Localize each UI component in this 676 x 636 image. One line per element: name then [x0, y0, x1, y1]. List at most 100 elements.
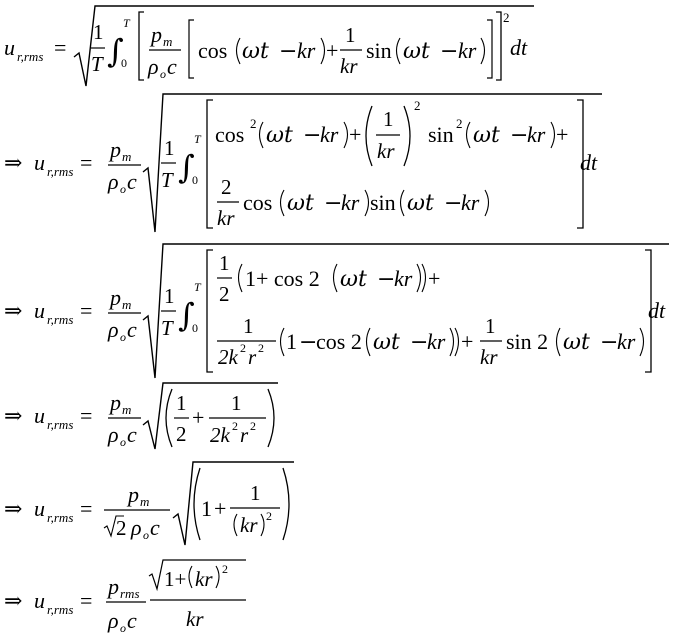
svg-text:sin: sin: [428, 122, 454, 147]
svg-text:r,rms: r,rms: [47, 164, 73, 179]
svg-text:m: m: [140, 494, 149, 509]
svg-text:−: −: [299, 330, 317, 355]
svg-text:ρ: ρ: [107, 169, 119, 194]
svg-text:2: 2: [116, 516, 127, 540]
svg-text:ωt: ωt: [403, 39, 430, 64]
svg-text:−: −: [410, 330, 428, 355]
svg-text:2: 2: [414, 98, 421, 113]
svg-text:T: T: [194, 132, 202, 146]
svg-text:ωt: ωt: [373, 330, 400, 355]
svg-text:+: +: [556, 122, 568, 147]
svg-text:1: 1: [345, 23, 356, 47]
svg-text:ωt: ωt: [563, 330, 590, 355]
svg-text:T: T: [194, 280, 202, 294]
svg-text:c: c: [127, 608, 137, 633]
svg-text:⇒: ⇒: [4, 299, 22, 324]
svg-text:2: 2: [250, 116, 257, 131]
svg-text:1: 1: [286, 329, 297, 354]
svg-text:r,rms: r,rms: [47, 417, 73, 432]
svg-text:cos 2: cos 2: [316, 329, 362, 354]
svg-text:0: 0: [121, 56, 127, 70]
svg-text:sin: sin: [366, 38, 392, 63]
svg-text:ρ: ρ: [147, 54, 159, 79]
svg-text:2: 2: [232, 419, 238, 433]
svg-text:cos: cos: [198, 38, 227, 63]
subscript-r-rms: r,rms: [17, 49, 43, 64]
svg-text:c: c: [127, 422, 137, 447]
svg-text:p: p: [108, 137, 121, 162]
svg-text:cos: cos: [243, 190, 272, 215]
svg-text:r,rms: r,rms: [47, 510, 73, 525]
svg-text:2: 2: [240, 341, 246, 355]
svg-text:kr: kr: [341, 190, 360, 215]
svg-text:rms: rms: [120, 586, 140, 601]
svg-text:1: 1: [164, 136, 175, 160]
svg-text:−: −: [600, 330, 618, 355]
svg-text:1: 1: [164, 284, 175, 308]
svg-text:−: −: [279, 39, 297, 64]
bracket-left: [206, 249, 213, 373]
svg-text:kr: kr: [480, 345, 498, 369]
radical-sign: [148, 559, 246, 592]
svg-text:o: o: [160, 67, 166, 81]
outer-bracket-right: [496, 11, 502, 81]
svg-text:−: −: [303, 123, 321, 148]
svg-text:kr: kr: [186, 607, 204, 631]
inner-bracket-right: [487, 19, 493, 79]
svg-text:=: =: [80, 298, 92, 323]
svg-text:0: 0: [192, 321, 198, 335]
svg-text:u: u: [34, 150, 45, 175]
svg-text:⇒: ⇒: [4, 404, 22, 429]
svg-text:u: u: [34, 496, 45, 521]
svg-text:kr: kr: [527, 122, 546, 147]
svg-text:1: 1: [201, 496, 212, 521]
svg-text:1+: 1+: [164, 567, 186, 591]
svg-text:−: −: [324, 191, 342, 216]
svg-text:ρ: ρ: [107, 608, 119, 633]
equation-5: ⇒ u r,rms = p m 2 ρ o c 1 + 1 kr 2: [4, 461, 294, 546]
svg-text:T: T: [161, 316, 174, 340]
svg-text:cos: cos: [215, 122, 244, 147]
svg-text:T: T: [123, 16, 131, 30]
svg-text:kr: kr: [427, 329, 446, 354]
svg-text:kr: kr: [217, 206, 235, 230]
svg-text:−: −: [444, 191, 462, 216]
radical-sign: [142, 243, 669, 379]
svg-text:1: 1: [93, 20, 104, 44]
svg-text:u: u: [34, 298, 45, 323]
svg-text:c: c: [167, 54, 177, 79]
outer-bracket-left: [138, 11, 144, 81]
svg-text:ρ: ρ: [107, 317, 119, 342]
svg-text:⇒: ⇒: [4, 589, 22, 614]
svg-text:+: +: [214, 496, 226, 521]
svg-text:kr: kr: [394, 266, 413, 291]
svg-text:1+ cos 2: 1+ cos 2: [245, 266, 320, 291]
svg-text:+: +: [349, 122, 361, 147]
svg-text:m: m: [122, 297, 131, 312]
svg-text:kr: kr: [240, 513, 258, 537]
svg-text:T: T: [91, 52, 104, 76]
svg-text:+: +: [428, 266, 440, 291]
radical-sign: [142, 382, 278, 450]
svg-text:kr: kr: [377, 139, 395, 163]
equation-3: ⇒ u r,rms = p m ρ o c 1 T ∫ T 0 1 2 1+ c…: [4, 243, 669, 379]
svg-text:p: p: [106, 574, 119, 599]
svg-text:kr: kr: [340, 54, 358, 78]
svg-text:ρ: ρ: [130, 515, 142, 540]
equation-1: u r,rms = 1 T ∫ T 0 p m ρ o c cos ωt − k…: [4, 5, 534, 87]
svg-text:c: c: [150, 515, 160, 540]
bracket-right: [645, 249, 652, 373]
svg-text:ρ: ρ: [107, 422, 119, 447]
svg-text:ωt: ωt: [473, 123, 500, 148]
svg-text:2: 2: [258, 341, 264, 355]
integral-sign: ∫: [178, 296, 195, 334]
svg-text:1: 1: [383, 107, 394, 131]
svg-text:o: o: [120, 330, 126, 344]
integral-sign: ∫: [107, 32, 124, 70]
integral-sign: ∫: [178, 148, 195, 186]
svg-text:r,rms: r,rms: [47, 602, 73, 617]
svg-text:sin 2: sin 2: [506, 329, 548, 354]
svg-text:2: 2: [503, 10, 510, 25]
inner-bracket-left: [188, 19, 194, 79]
